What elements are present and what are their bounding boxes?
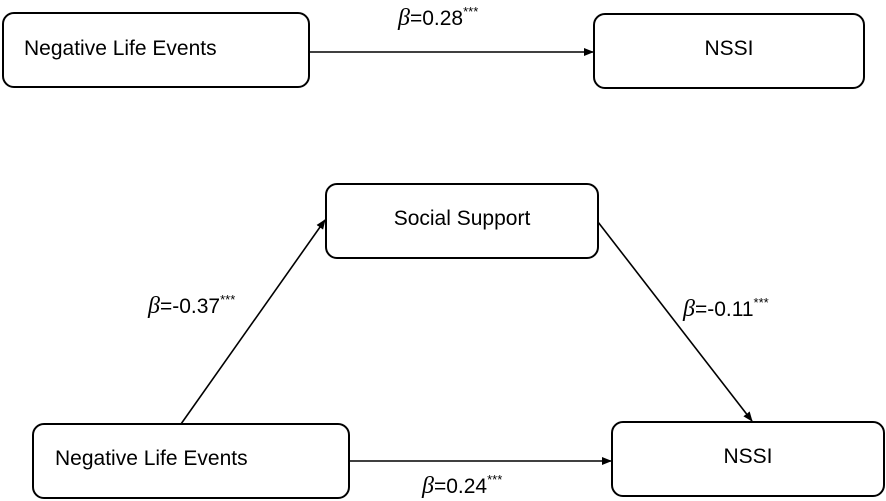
node-predictor-top: Negative Life Events [2,12,310,88]
node-outcome-bottom: NSSI [611,421,885,497]
coef-symbol: β [147,293,160,319]
coef-value: =0.28 [410,7,463,30]
coef-significance: *** [463,4,478,19]
node-mediator: Social Support [325,183,599,259]
node-box [611,421,885,497]
coef-path-c-prime: β=0.24*** [421,472,502,499]
mediation-model: Social Support Negative Life Events NSSI… [32,183,885,499]
coef-path-c: β=0.28*** [397,4,478,31]
node-label: Social Support [394,207,531,230]
arrow-path-a [180,219,326,425]
coef-path-a: β=-0.37*** [147,292,235,319]
coef-symbol: β [421,473,434,499]
coef-value: =-0.11 [695,298,754,321]
coef-symbol: β [397,5,410,31]
node-label: NSSI [723,445,772,468]
node-outcome-top: NSSI [593,13,865,89]
coef-path-b: β=-0.11*** [682,295,769,322]
node-box [2,12,310,88]
coef-symbol: β [682,296,695,322]
arrow-path-b [597,221,753,422]
node-label: NSSI [704,37,753,60]
coef-significance: *** [487,472,502,487]
coef-significance: *** [754,295,769,310]
total-effect-model: Negative Life Events NSSI β=0.28*** [2,4,865,89]
coef-value: =-0.37 [160,295,220,318]
coef-significance: *** [220,292,235,307]
coef-value: =0.24 [434,475,487,498]
node-box [593,13,865,89]
node-label: Negative Life Events [55,447,248,470]
node-box [325,183,599,259]
node-label: Negative Life Events [24,37,217,60]
node-predictor-bottom: Negative Life Events [32,423,350,499]
